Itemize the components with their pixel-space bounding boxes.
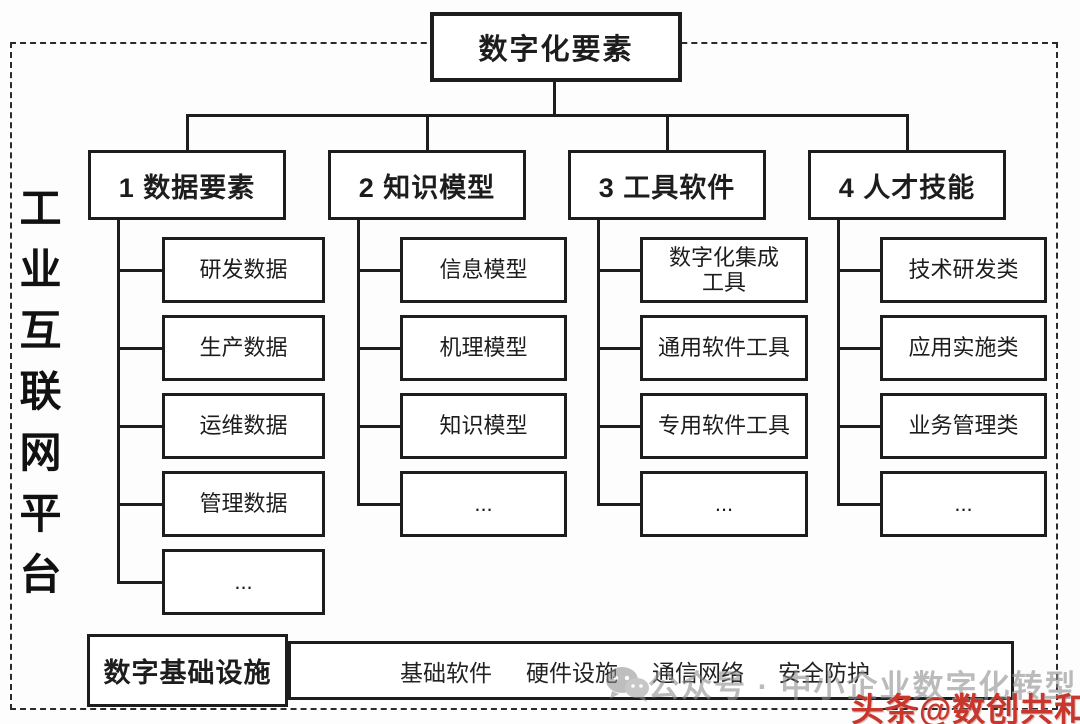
connector-stub-2-4 <box>356 502 402 506</box>
infrastructure-item: 基础软件 <box>400 659 492 686</box>
column-header-box-3-label: 3 工具软件 <box>598 172 736 203</box>
infrastructure-bar: 基础软件 硬件设施 通信网络 安全防护 <box>288 641 1014 700</box>
infrastructure-item: 硬件设施 <box>526 659 618 686</box>
child-node-box: 研发数据 <box>162 237 325 303</box>
child-node-box-label: ... <box>234 569 253 595</box>
infrastructure-items: 基础软件 硬件设施 通信网络 安全防护 <box>400 654 870 688</box>
connector-header-drop-1 <box>185 114 189 153</box>
connector-header-drop-3 <box>665 114 669 153</box>
connector-stub-4-3 <box>836 424 882 428</box>
child-node-box-label: 数字化集成 工具 <box>668 244 779 295</box>
column-header-box-3: 3 工具软件 <box>568 150 766 220</box>
connector-root-stem <box>553 80 556 117</box>
child-node-box: 通用软件工具 <box>640 315 808 381</box>
connector-stub-4-1 <box>836 268 882 272</box>
connector-header-drop-4 <box>905 114 909 153</box>
connector-stub-2-3 <box>356 424 402 428</box>
column-header-box-4-label: 4 人才技能 <box>838 172 976 203</box>
child-node-box: 信息模型 <box>400 237 567 303</box>
column-header-box-4: 4 人才技能 <box>808 150 1006 220</box>
child-node-box-label: 研发数据 <box>199 257 288 283</box>
child-node-box: 业务管理类 <box>880 393 1047 459</box>
connector-stub-2-2 <box>356 346 402 350</box>
child-node-box-label: 专用软件工具 <box>657 413 790 439</box>
connector-stub-1-5 <box>116 580 164 584</box>
connector-stub-1-1 <box>116 268 164 272</box>
connector-stub-1-3 <box>116 424 164 428</box>
infrastructure-label: 数字基础设施 <box>103 658 272 688</box>
connector-stub-3-3 <box>596 424 642 428</box>
child-node-box-label: 知识模型 <box>439 413 528 439</box>
child-node-box: 运维数据 <box>162 393 325 459</box>
infrastructure-box: 数字基础设施 <box>87 634 288 707</box>
child-node-box: 机理模型 <box>400 315 567 381</box>
connector-spine-4 <box>836 218 840 506</box>
connector-stub-1-2 <box>116 346 164 350</box>
connector-stub-3-2 <box>596 346 642 350</box>
child-node-box: 生产数据 <box>162 315 325 381</box>
child-node-box-label: 技术研发类 <box>908 257 1019 283</box>
toutiao-watermark-text: 头条@数创共和 <box>851 691 1080 724</box>
wechat-watermark-text: 公众号 · 中小企业数字化转型 <box>648 669 1078 704</box>
child-node-box-label: 信息模型 <box>439 257 528 283</box>
connector-spine-1 <box>116 218 120 584</box>
child-node-box: ... <box>640 471 808 537</box>
child-node-box-label: ... <box>714 491 734 517</box>
child-node-box: 技术研发类 <box>880 237 1047 303</box>
column-header-box-1: 1 数据要素 <box>88 150 286 220</box>
child-node-box: 数字化集成 工具 <box>640 237 808 303</box>
child-node-box-label: ... <box>954 491 973 517</box>
connector-stub-3-4 <box>596 502 642 506</box>
wechat-icon <box>606 667 649 702</box>
connector-stub-1-4 <box>116 502 164 506</box>
child-node-box: 应用实施类 <box>880 315 1047 381</box>
column-header-box-2-label: 2 知识模型 <box>358 172 496 203</box>
child-node-box-label: ... <box>474 491 493 517</box>
connector-spine-3 <box>596 218 600 506</box>
child-node-box: ... <box>400 471 567 537</box>
child-node-box-label: 机理模型 <box>439 335 528 361</box>
child-node-box-label: 应用实施类 <box>908 335 1019 361</box>
connector-spine-2 <box>356 218 360 506</box>
column-header-box-1-label: 1 数据要素 <box>118 172 256 203</box>
child-node-box-label: 生产数据 <box>199 335 288 361</box>
infrastructure-item: 通信网络 <box>652 659 744 686</box>
child-node-box: 管理数据 <box>162 471 325 537</box>
column-header-box-2: 2 知识模型 <box>328 150 526 220</box>
connector-header-drop-2 <box>425 114 429 153</box>
child-node-box: 专用软件工具 <box>640 393 808 459</box>
child-node-box-label: 通用软件工具 <box>657 335 790 361</box>
child-node-box: ... <box>880 471 1047 537</box>
connector-stub-4-4 <box>836 502 882 506</box>
root-node-label: 数字化要素 <box>478 34 634 66</box>
child-node-box-label: 运维数据 <box>199 413 288 439</box>
child-node-box-label: 业务管理类 <box>908 413 1019 439</box>
root-node-box: 数字化要素 <box>430 12 682 82</box>
child-node-box: 知识模型 <box>400 393 567 459</box>
connector-stub-4-2 <box>836 346 882 350</box>
connector-stub-2-1 <box>356 268 402 272</box>
child-node-box-label: 管理数据 <box>199 491 288 517</box>
connector-rail <box>186 114 908 117</box>
connector-stub-3-1 <box>596 268 642 272</box>
platform-title-vertical: 工业互联网平台 <box>14 186 61 613</box>
infrastructure-item: 安全防护 <box>778 659 870 686</box>
child-node-box: ... <box>162 549 325 615</box>
